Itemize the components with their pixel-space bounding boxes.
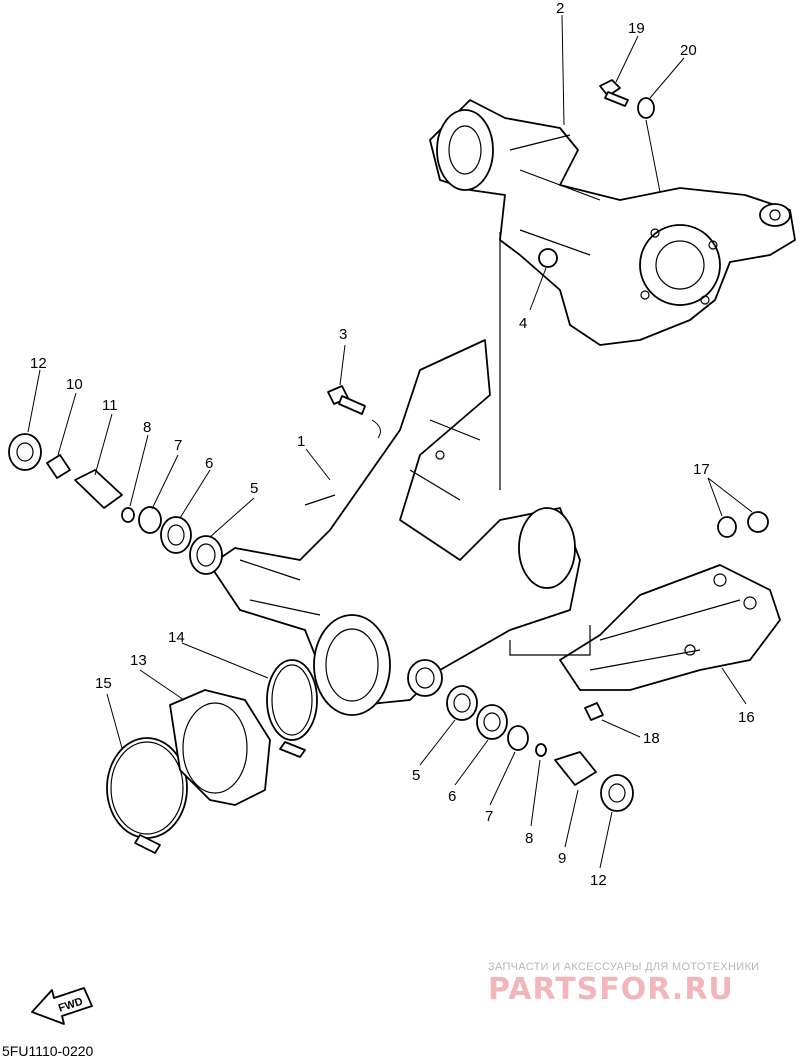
left-bearing-stack bbox=[8, 433, 223, 575]
callout-12b: 12 bbox=[590, 872, 607, 889]
bolt-19-drawing bbox=[599, 79, 629, 107]
bolt-3-drawing bbox=[327, 385, 381, 439]
callout-5: 5 bbox=[250, 480, 258, 497]
callout-20: 20 bbox=[680, 42, 697, 59]
callout-11: 11 bbox=[102, 397, 118, 414]
axle-housing-drawing bbox=[429, 99, 796, 490]
callout-10: 10 bbox=[66, 376, 83, 393]
callout-4: 4 bbox=[519, 315, 527, 332]
callout-9: 9 bbox=[558, 850, 566, 867]
callout-17: 17 bbox=[693, 461, 710, 478]
fwd-arrow: FWD bbox=[31, 987, 93, 1025]
callout-18: 18 bbox=[643, 730, 660, 747]
leader-lines bbox=[27, 14, 753, 869]
callout-labels: 2 19 20 4 3 12 10 11 8 7 6 5 1 17 14 13 … bbox=[30, 0, 755, 889]
callout-1: 1 bbox=[297, 433, 305, 450]
right-bearing-stack bbox=[446, 685, 634, 812]
callout-6b: 6 bbox=[448, 788, 456, 805]
callout-15: 15 bbox=[95, 675, 112, 692]
callout-6: 6 bbox=[205, 455, 213, 472]
boot-assembly bbox=[106, 659, 318, 854]
callout-19: 19 bbox=[628, 20, 645, 37]
callout-13: 13 bbox=[130, 652, 147, 669]
swing-arm-drawing bbox=[209, 339, 581, 716]
callout-8b: 8 bbox=[525, 830, 533, 847]
callout-16: 16 bbox=[738, 709, 755, 726]
callout-12: 12 bbox=[30, 355, 47, 372]
callout-3: 3 bbox=[339, 326, 347, 343]
callout-2: 2 bbox=[556, 0, 564, 17]
drawing-code: 5FU1110-0220 bbox=[2, 1043, 94, 1059]
callout-8: 8 bbox=[143, 419, 151, 436]
callout-7b: 7 bbox=[485, 808, 493, 825]
guard-16-drawing bbox=[509, 511, 781, 721]
callout-14: 14 bbox=[168, 629, 185, 646]
watermark-logo: PARTSFOR.RU bbox=[488, 972, 734, 1007]
callout-5b: 5 bbox=[412, 767, 420, 784]
watermark-subtitle: ЗАПЧАСТИ И АКСЕССУАРЫ ДЛЯ МОТОТЕХНИКИ bbox=[488, 961, 760, 973]
callout-7: 7 bbox=[174, 437, 182, 454]
washer-20-drawing bbox=[637, 97, 655, 119]
